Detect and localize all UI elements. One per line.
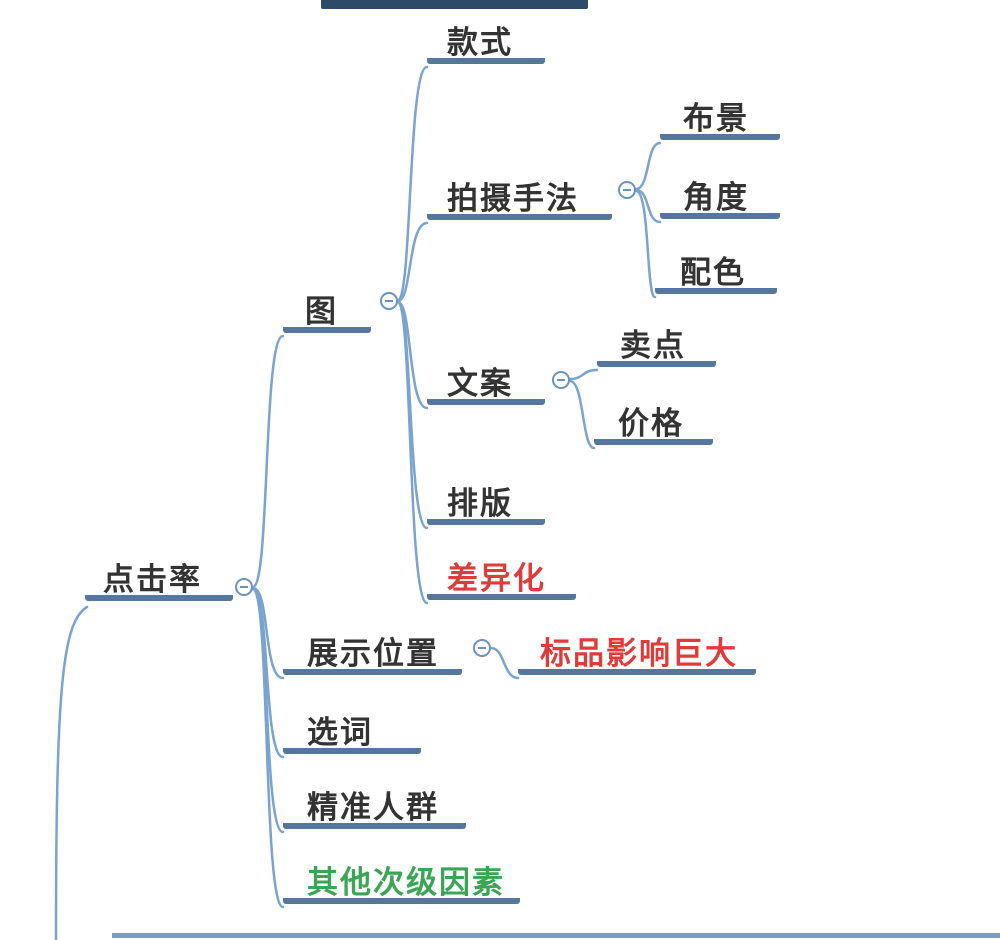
node-angle[interactable]: 角度	[660, 179, 780, 219]
connector	[634, 189, 657, 299]
connector	[251, 587, 285, 759]
connector	[489, 646, 520, 680]
connector	[634, 141, 662, 191]
node-label: 选词	[307, 715, 373, 751]
connector	[251, 586, 285, 680]
collapse-icon[interactable]	[235, 578, 253, 596]
cropped-node-bottom[interactable]	[112, 933, 1000, 938]
node-label: 其他次级因素	[307, 865, 505, 901]
collapse-icon[interactable]	[380, 292, 398, 310]
collapse-icon[interactable]	[552, 371, 570, 389]
node-label: 精准人群	[307, 790, 439, 826]
node-price[interactable]: 价格	[594, 405, 713, 445]
node-label: 布景	[683, 101, 749, 137]
node-label: 拍摄手法	[447, 181, 579, 217]
node-style[interactable]: 款式	[427, 24, 545, 64]
node-selling-point[interactable]: 卖点	[597, 327, 716, 367]
connector-root-tail	[54, 605, 89, 940]
node-precise-audience[interactable]: 精准人群	[283, 789, 466, 829]
node-label: 排版	[447, 486, 513, 522]
node-standard-product-impact[interactable]: 标品影响巨大	[518, 635, 756, 675]
connector	[396, 65, 429, 302]
node-label: 展示位置	[307, 636, 439, 672]
node-label: 价格	[618, 406, 684, 442]
node-color-scheme[interactable]: 配色	[655, 254, 777, 294]
connector	[396, 300, 429, 410]
node-differentiation[interactable]: 差异化	[427, 560, 576, 600]
node-label: 卖点	[620, 328, 686, 364]
connector	[634, 188, 662, 224]
connector	[251, 334, 285, 589]
connector	[396, 221, 429, 303]
node-label: 图	[305, 294, 338, 330]
connector	[251, 587, 285, 834]
node-copywriting[interactable]: 文案	[427, 365, 545, 405]
node-label: 文案	[447, 366, 513, 402]
node-label: 款式	[447, 25, 513, 61]
node-label: 角度	[683, 180, 749, 216]
connector	[251, 587, 285, 909]
connector	[568, 368, 599, 381]
node-photography[interactable]: 拍摄手法	[427, 180, 612, 220]
node-other-secondary-factors[interactable]: 其他次级因素	[283, 864, 520, 904]
node-image[interactable]: 图	[283, 293, 371, 333]
node-label: 点击率	[103, 562, 202, 598]
connector	[568, 379, 596, 450]
node-label: 标品影响巨大	[540, 636, 738, 672]
node-display-position[interactable]: 展示位置	[283, 635, 462, 675]
connector	[396, 300, 429, 530]
node-word-selection[interactable]: 选词	[283, 714, 421, 754]
connector	[396, 300, 429, 605]
node-click-rate[interactable]: 点击率	[85, 561, 233, 601]
cropped-node-top[interactable]	[321, 0, 588, 9]
node-scene[interactable]: 布景	[660, 100, 780, 140]
collapse-icon[interactable]	[473, 639, 491, 657]
collapse-icon[interactable]	[618, 181, 636, 199]
node-label: 配色	[680, 255, 746, 291]
node-label: 差异化	[447, 561, 546, 597]
node-layout[interactable]: 排版	[427, 485, 545, 525]
